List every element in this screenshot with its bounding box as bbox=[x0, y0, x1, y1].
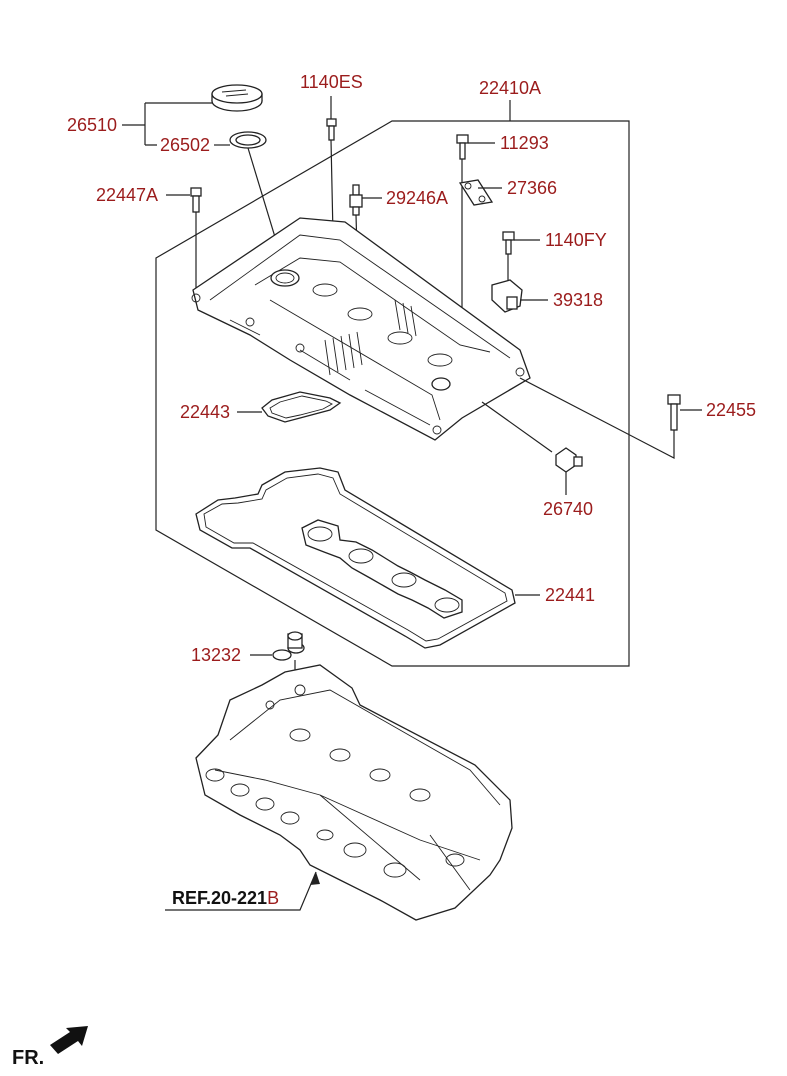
oil-filler-cap[interactable] bbox=[211, 84, 263, 112]
reference-label[interactable]: REF.20-221B bbox=[172, 888, 279, 908]
filler-cap-seal[interactable] bbox=[229, 131, 267, 149]
bolt-1140fy[interactable] bbox=[502, 231, 515, 255]
gasket-22443[interactable] bbox=[261, 391, 342, 423]
bolt-22447a[interactable] bbox=[190, 187, 202, 213]
label-29246a: 29246A bbox=[386, 188, 448, 208]
label-26502: 26502 bbox=[160, 135, 210, 155]
label-22443: 22443 bbox=[180, 402, 230, 422]
leader-22455 bbox=[519, 377, 702, 459]
rocker-cover-gasket[interactable] bbox=[195, 467, 516, 649]
leader-1140es bbox=[330, 96, 334, 236]
label-22410a: 22410A bbox=[479, 78, 541, 98]
label-1140fy: 1140FY bbox=[545, 230, 607, 250]
leader-22447a bbox=[166, 194, 197, 290]
label-13232: 13232 bbox=[191, 645, 241, 665]
leader-26510 bbox=[122, 102, 213, 146]
assembly-frame bbox=[155, 120, 630, 667]
reference-arrowhead bbox=[310, 872, 320, 885]
label-1140es: 1140ES bbox=[300, 72, 363, 92]
camshaft-position-sensor[interactable] bbox=[491, 279, 523, 313]
leader-1140fy bbox=[507, 239, 540, 280]
rocker-cover[interactable] bbox=[191, 217, 531, 441]
front-direction-arrow bbox=[50, 1026, 88, 1054]
reference-suffix: B bbox=[267, 888, 279, 908]
leader-26740 bbox=[481, 401, 567, 495]
label-22455: 22455 bbox=[706, 400, 756, 420]
pcv-valve[interactable] bbox=[349, 184, 363, 216]
bracket-27366[interactable] bbox=[458, 179, 494, 206]
front-orientation-label: FR. bbox=[12, 1047, 44, 1069]
label-39318: 39318 bbox=[553, 290, 603, 310]
plug-13232[interactable] bbox=[272, 631, 305, 661]
bolt-1140es[interactable] bbox=[326, 118, 337, 141]
bolt-11293[interactable] bbox=[456, 134, 469, 160]
label-26510: 26510 bbox=[67, 115, 117, 135]
reference-prefix: REF.20-221 bbox=[172, 888, 267, 908]
label-11293: 11293 bbox=[500, 133, 549, 153]
label-22447a: 22447A bbox=[96, 185, 158, 205]
oil-pressure-switch[interactable] bbox=[555, 447, 583, 473]
label-22441: 22441 bbox=[545, 585, 595, 605]
label-27366: 27366 bbox=[507, 178, 557, 198]
cylinder-head[interactable] bbox=[195, 664, 513, 921]
bolt-22455[interactable] bbox=[667, 394, 681, 431]
label-26740: 26740 bbox=[543, 499, 593, 519]
